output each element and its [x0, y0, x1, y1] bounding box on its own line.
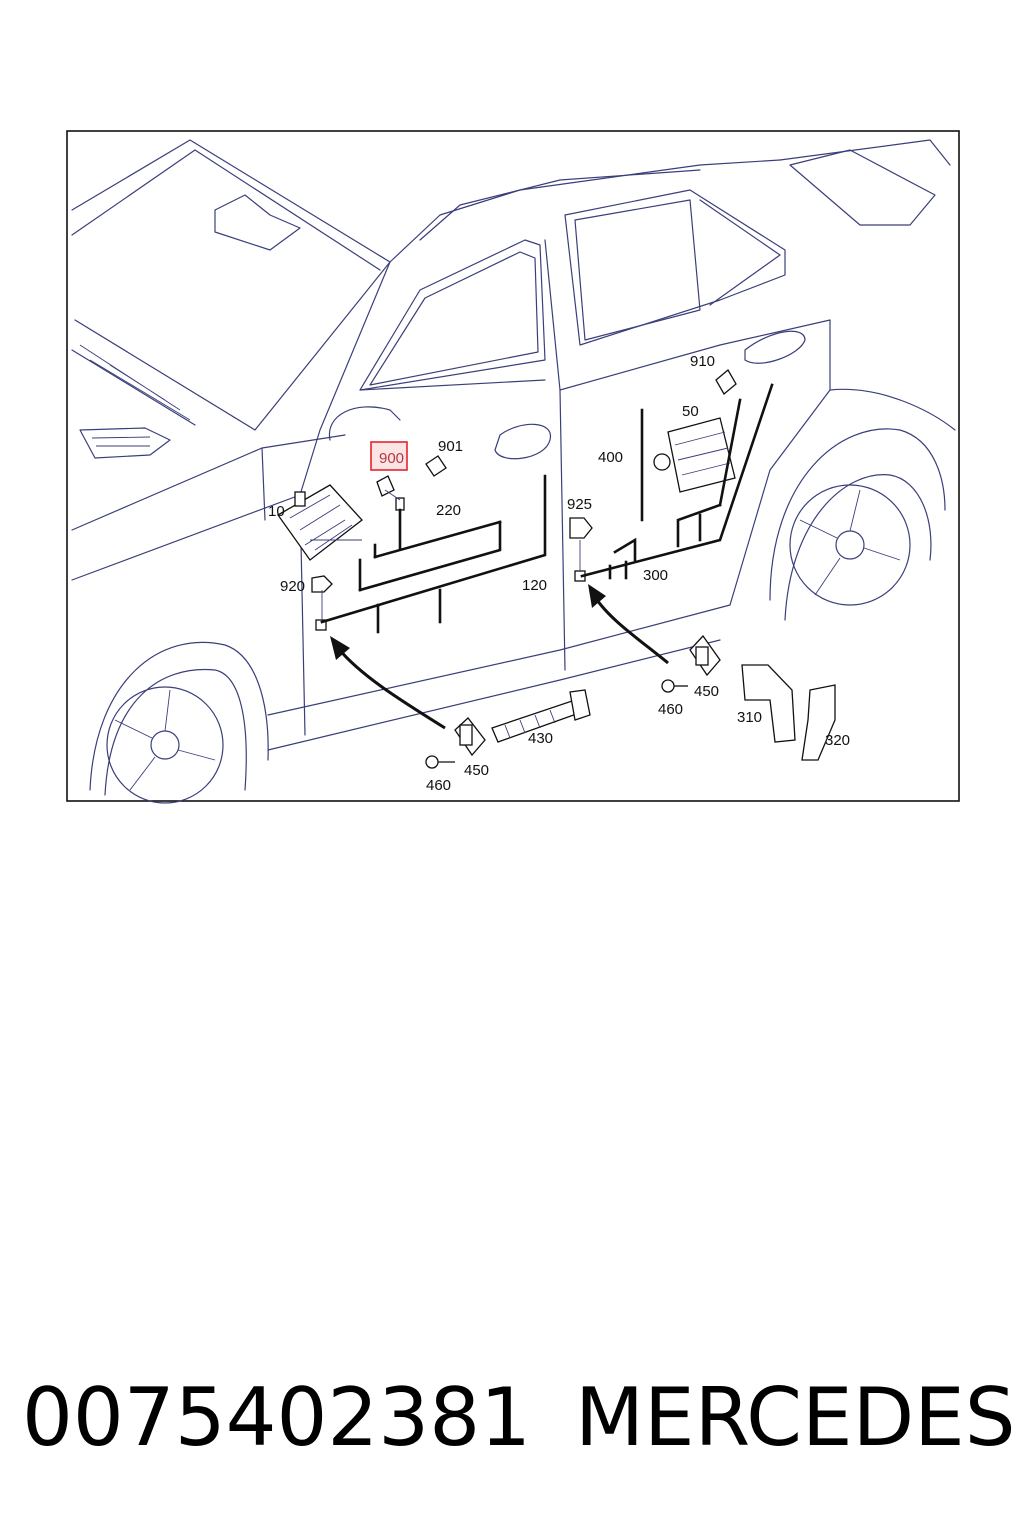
callout-300: 300 [643, 567, 668, 584]
brand-name: MERCEDES [575, 1371, 1016, 1464]
car-outline [71, 139, 956, 804]
highlight-box-900 [370, 441, 408, 471]
callout-925: 925 [567, 496, 592, 513]
wiring-harness [310, 383, 774, 634]
callout-910: 910 [690, 353, 715, 370]
callout-900: 900 [379, 450, 404, 467]
callout-220: 220 [436, 502, 461, 519]
part-number: 0075402381 [22, 1371, 531, 1464]
control-module-10 [277, 484, 363, 561]
callout-120: 120 [522, 577, 547, 594]
callout-450-rear: 450 [694, 683, 719, 700]
footer: 0075402381 MERCEDES [22, 1368, 1016, 1468]
assembly-arrows [330, 584, 669, 730]
callout-320: 320 [825, 732, 850, 749]
callout-labels: 10 50 120 220 300 310 320 400 430 450 45… [268, 353, 850, 794]
hardware-parts [425, 634, 836, 769]
callout-10: 10 [268, 503, 285, 520]
control-module-400 [653, 417, 736, 493]
callout-50: 50 [682, 403, 699, 420]
connectors [311, 369, 737, 631]
callout-460-front: 460 [426, 777, 451, 794]
callout-901: 901 [438, 438, 463, 455]
callout-430: 430 [528, 730, 553, 747]
callout-920: 920 [280, 578, 305, 595]
callout-450-front: 450 [464, 762, 489, 779]
callout-400: 400 [598, 449, 623, 466]
callout-460-rear: 460 [658, 701, 683, 718]
callout-310: 310 [737, 709, 762, 726]
